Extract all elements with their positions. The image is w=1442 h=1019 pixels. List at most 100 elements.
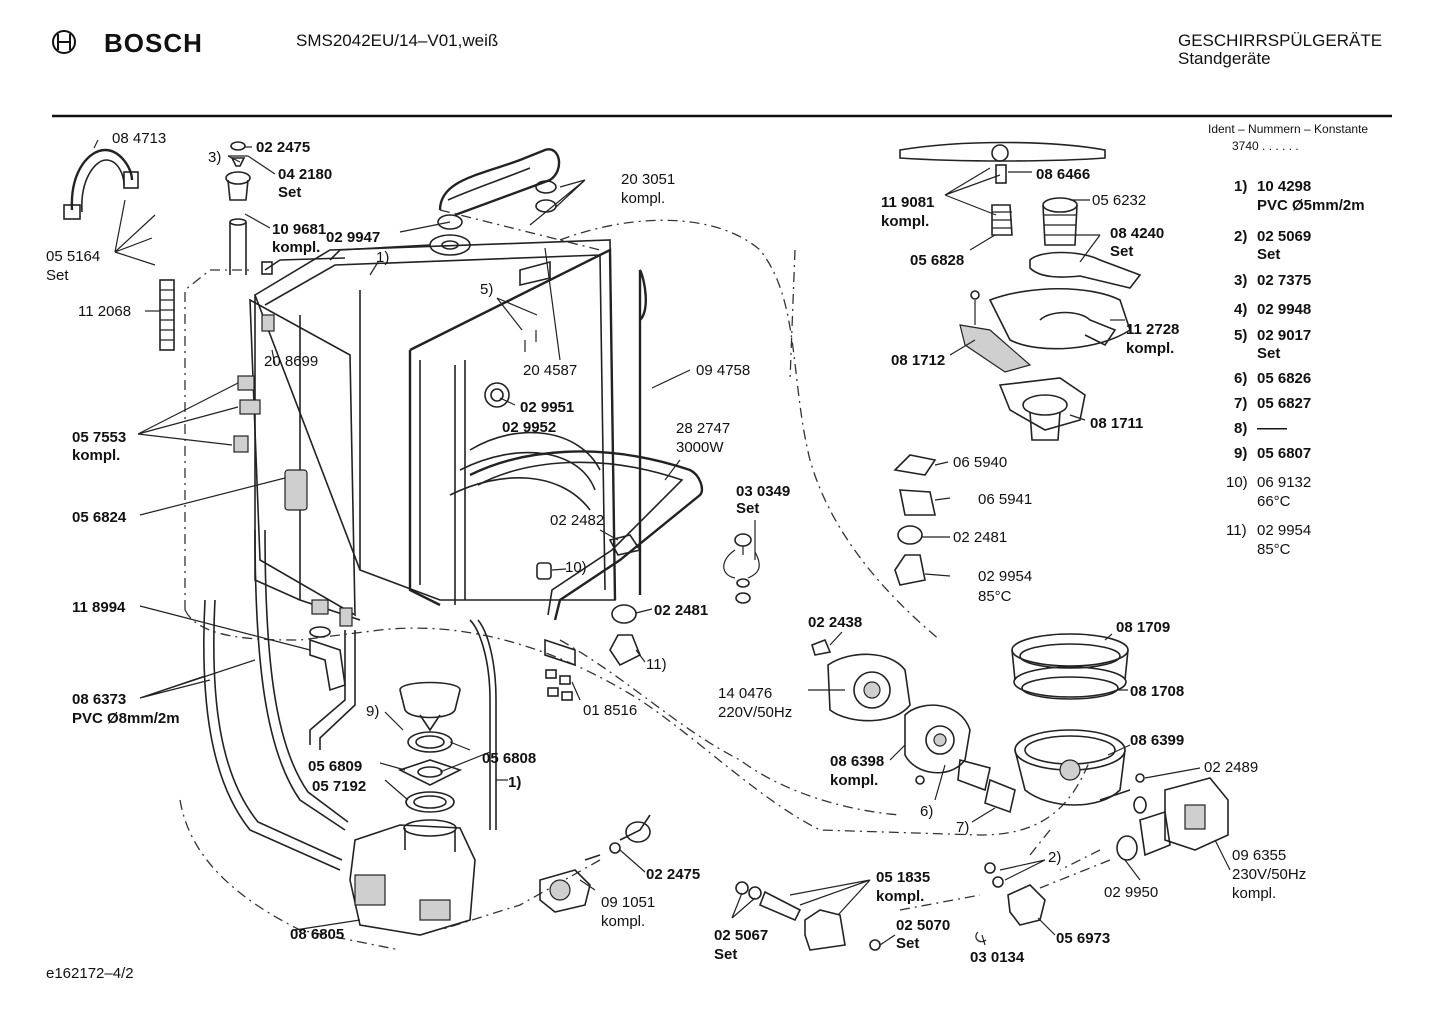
legend-code: 02 9954 xyxy=(1257,522,1311,539)
legend-code: 10 4298 xyxy=(1257,178,1311,195)
part-label: 10) xyxy=(565,559,587,576)
part-labels: 08 4713 05 5164 Set 11 2068 02 2475 3) 0… xyxy=(46,130,1306,966)
level-switch-parts xyxy=(893,454,937,586)
pump-housing xyxy=(1014,729,1147,814)
part-label: 08 4713 xyxy=(112,130,166,147)
legend-code: 06 9132 xyxy=(1257,474,1311,491)
part-label: 10 9681 xyxy=(272,221,326,238)
legend-desc: PVC Ø5mm/2m xyxy=(1257,197,1365,214)
part-label: 08 1712 xyxy=(891,352,945,369)
legend-code: 02 5069 xyxy=(1257,228,1311,245)
part-label: 05 1835 xyxy=(876,869,930,886)
legend-desc: Set xyxy=(1257,345,1280,362)
part-label: 11 9081 xyxy=(881,194,934,211)
legend-num: 8) xyxy=(1234,420,1247,437)
part-label: 08 1709 xyxy=(1116,619,1170,636)
legend-num: 2) xyxy=(1234,228,1247,245)
hose-clip xyxy=(63,139,139,220)
pump-rings xyxy=(1011,633,1129,700)
part-label: 1) xyxy=(376,249,389,266)
drain-pump xyxy=(539,814,651,913)
part-label: kompl. xyxy=(1232,885,1276,902)
part-label: 05 5164 xyxy=(46,248,100,265)
part-label: 08 6399 xyxy=(1130,732,1184,749)
part-label: 03 0134 xyxy=(970,949,1025,966)
part-label: kompl. xyxy=(601,913,645,930)
legend: 1) 10 4298 PVC Ø5mm/2m 2) 02 5069 Set 3)… xyxy=(1226,178,1365,558)
part-label: Set xyxy=(714,946,737,963)
part-label: 08 4240 xyxy=(1110,225,1164,242)
legend-desc: Set xyxy=(1257,246,1280,263)
brand-name: BOSCH xyxy=(104,28,203,58)
part-label: Set xyxy=(46,267,69,284)
thermostat-group xyxy=(536,534,642,701)
legend-code: 05 6827 xyxy=(1257,395,1311,412)
legend-code: 02 9948 xyxy=(1257,301,1311,318)
legend-num: 3) xyxy=(1234,272,1247,289)
part-label: 02 2481 xyxy=(654,602,708,619)
part-label: 02 2475 xyxy=(646,866,700,883)
part-label: 02 9950 xyxy=(1104,884,1158,901)
category-subtitle: Standgeräte xyxy=(1178,49,1271,68)
ident-value: 3740 . . . . . . xyxy=(1232,139,1299,153)
legend-code: 05 6807 xyxy=(1257,445,1311,462)
heater-element xyxy=(469,450,704,621)
part-label: 02 9954 xyxy=(978,568,1032,585)
part-label: 09 1051 xyxy=(601,894,655,911)
pump-unit xyxy=(904,704,1016,814)
part-label: 09 4758 xyxy=(696,362,750,379)
part-label: 9) xyxy=(366,703,379,720)
part-label: kompl. xyxy=(272,239,320,256)
part-label: 05 6973 xyxy=(1056,930,1110,947)
part-label: 05 6824 xyxy=(72,509,127,526)
cabinet-drawing xyxy=(184,209,1111,931)
legend-num: 7) xyxy=(1234,395,1247,412)
part-label: 06 5941 xyxy=(978,491,1032,508)
part-label: 02 9947 xyxy=(326,229,380,246)
model-number: SMS2042EU/14–V01,weiß xyxy=(296,31,498,50)
legend-num: 4) xyxy=(1234,301,1247,318)
legend-num: 11) xyxy=(1226,522,1247,539)
part-label: 2) xyxy=(1048,849,1061,866)
part-label: 08 1711 xyxy=(1090,415,1143,432)
part-label: 28 2747 xyxy=(676,420,730,437)
part-label: 20 3051 xyxy=(621,171,675,188)
part-label: 11 2728 xyxy=(1126,321,1179,338)
part-label: 3) xyxy=(208,149,221,166)
ident-title: Ident – Nummern – Konstante xyxy=(1208,122,1368,136)
part-label: 02 2481 xyxy=(953,529,1007,546)
micro-filter xyxy=(998,377,1086,441)
hoses-left xyxy=(179,529,497,951)
part-label: 09 6355 xyxy=(1232,847,1286,864)
part-label: 230V/50Hz xyxy=(1232,866,1306,883)
part-label: Set xyxy=(1110,243,1133,260)
part-label: 1) xyxy=(508,774,521,791)
legend-num: 10) xyxy=(1226,474,1248,491)
part-label: 08 6373 xyxy=(72,691,126,708)
top-pipe xyxy=(429,148,561,256)
part-label: kompl. xyxy=(621,190,665,207)
part-label: 05 6232 xyxy=(1092,192,1146,209)
legend-num: 1) xyxy=(1234,178,1247,195)
part-label: 05 6809 xyxy=(308,758,362,775)
part-label: Set xyxy=(278,184,301,201)
part-label: 85°C xyxy=(978,588,1012,605)
filter-plate xyxy=(959,287,1131,373)
part-label: 05 6808 xyxy=(482,750,536,767)
float-stem xyxy=(225,141,251,275)
part-label: 02 2475 xyxy=(256,139,310,156)
inlet-elbow xyxy=(975,862,1046,943)
legend-num: 9) xyxy=(1234,445,1247,462)
part-label: kompl. xyxy=(72,447,120,464)
legend-num: 5) xyxy=(1234,327,1247,344)
legend-num: 6) xyxy=(1234,370,1247,387)
part-label: 5) xyxy=(480,281,493,298)
part-label: 04 2180 xyxy=(278,166,332,183)
clamp-set xyxy=(723,533,760,604)
part-label: 01 8516 xyxy=(583,702,637,719)
leader-lines xyxy=(114,146,1231,946)
part-label: 08 1708 xyxy=(1130,683,1184,700)
bosch-armature-icon xyxy=(52,30,76,54)
filter-cylinder xyxy=(1029,197,1142,289)
legend-code: 05 6826 xyxy=(1257,370,1311,387)
